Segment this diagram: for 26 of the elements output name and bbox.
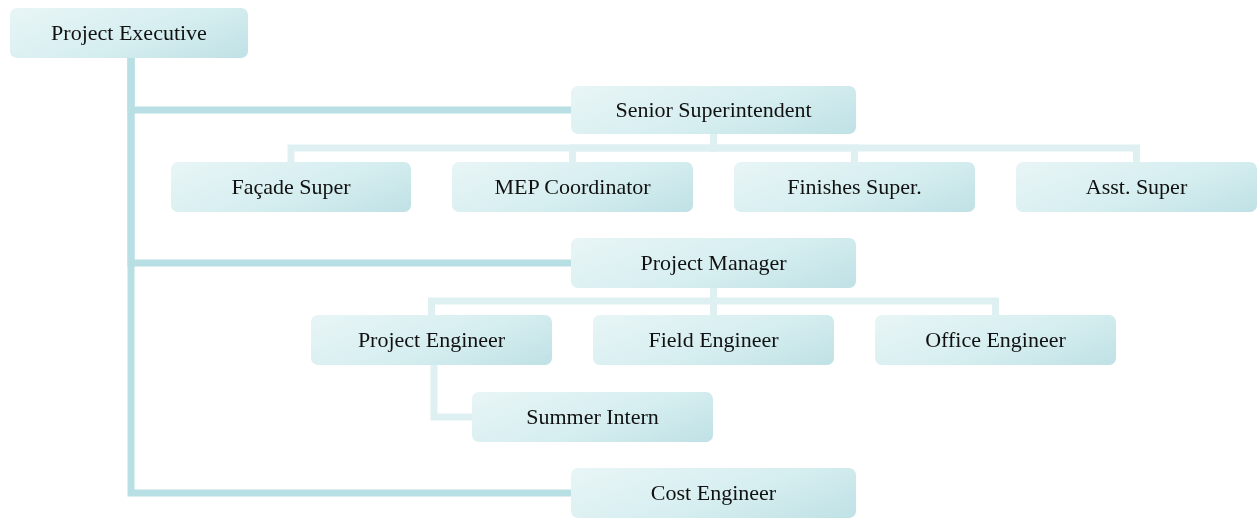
role-title: Cost Engineer — [650, 480, 777, 506]
role-title: Field Engineer — [648, 327, 779, 353]
role-title: Project Manager — [640, 250, 787, 276]
role-box — [571, 468, 856, 518]
role-box — [171, 162, 411, 212]
role-title: Finishes Super. — [787, 174, 922, 200]
role-box — [571, 86, 856, 134]
role-title: Senior Superintendent — [615, 97, 812, 123]
role-box — [875, 315, 1116, 365]
role-title: Project Executive — [51, 20, 207, 46]
role-box — [571, 238, 856, 288]
role-title: Summer Intern — [526, 404, 659, 430]
connector-line — [430, 365, 472, 421]
connector-line — [127, 58, 571, 497]
role-box — [311, 315, 552, 365]
role-title: Project Engineer — [357, 327, 506, 353]
role-title: MEP Coordinator — [494, 174, 651, 200]
role-box — [1016, 162, 1257, 212]
role-box — [452, 162, 693, 212]
role-box — [10, 8, 248, 58]
role-title: Asst. Super — [1085, 174, 1188, 200]
role-box — [734, 162, 975, 212]
role-title: Façade Super — [231, 174, 351, 200]
role-box — [472, 392, 713, 442]
role-title: Office Engineer — [925, 327, 1066, 353]
role-box — [593, 315, 834, 365]
